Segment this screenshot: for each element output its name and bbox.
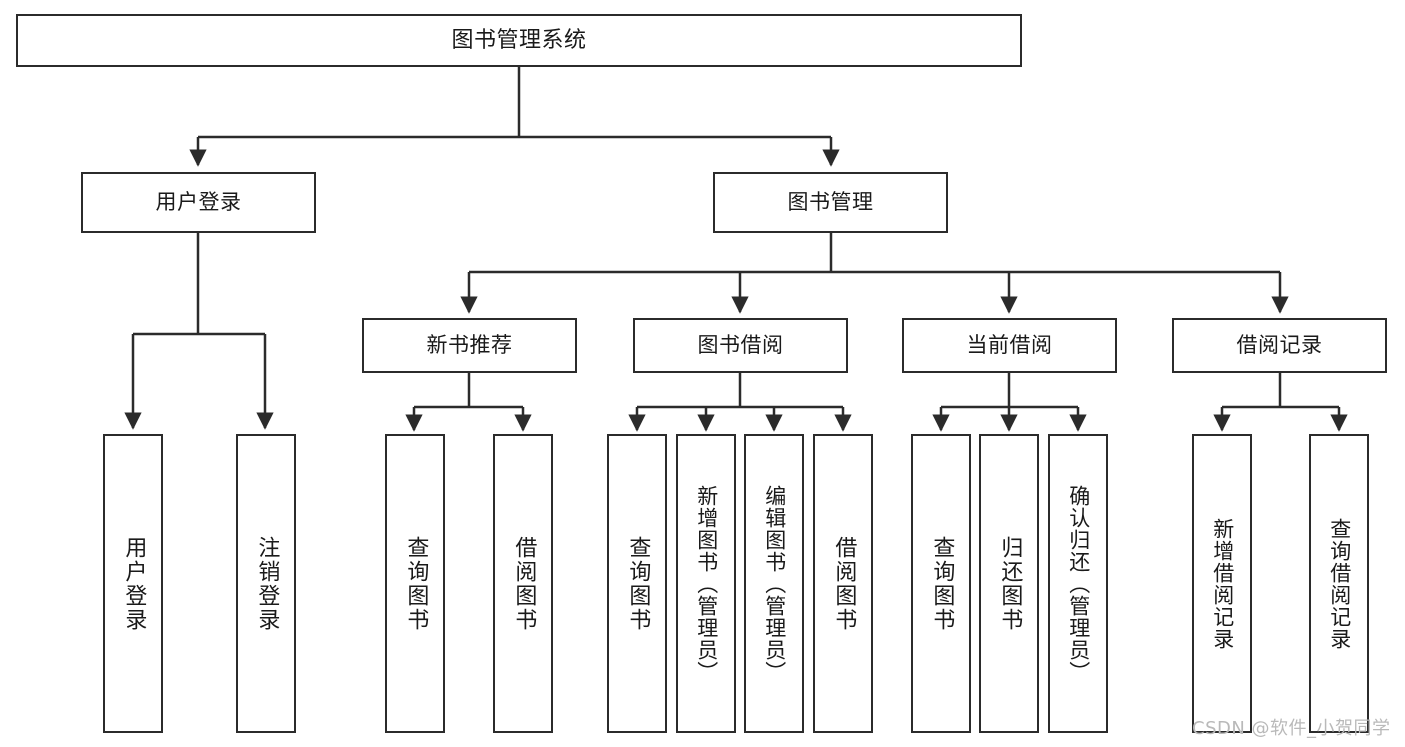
node-label: 归还图书 <box>997 535 1023 632</box>
node-label: 新增借阅记录 <box>1210 517 1235 650</box>
leaf-borrow-book-recommend[interactable]: 借阅图书 <box>493 434 553 733</box>
node-label: 查询图书 <box>929 535 955 632</box>
node-label: 用户登录 <box>155 190 242 215</box>
node-label: 当前借阅 <box>966 333 1053 358</box>
node-root-system[interactable]: 图书管理系统 <box>16 14 1022 67</box>
node-label: 编辑图书（管理员） <box>762 484 787 683</box>
leaf-logout[interactable]: 注销登录 <box>236 434 296 733</box>
leaf-user-login[interactable]: 用户登录 <box>103 434 163 733</box>
node-label: 注销登录 <box>254 535 280 632</box>
node-label: 图书管理系统 <box>451 27 587 53</box>
node-label: 借阅图书 <box>511 535 537 632</box>
node-label: 图书管理 <box>787 190 874 215</box>
watermark-text: CSDN @软件_小贺同学 <box>1192 718 1391 739</box>
node-label: 查询图书 <box>403 535 429 632</box>
node-label: 图书借阅 <box>697 333 784 358</box>
node-borrow-record[interactable]: 借阅记录 <box>1172 318 1387 373</box>
leaf-query-book-current[interactable]: 查询图书 <box>911 434 971 733</box>
node-label: 查询图书 <box>625 535 651 632</box>
leaf-add-borrow-record[interactable]: 新增借阅记录 <box>1192 434 1252 733</box>
node-label: 借阅图书 <box>831 535 857 632</box>
node-label: 借阅记录 <box>1236 333 1323 358</box>
leaf-confirm-return-admin[interactable]: 确认归还（管理员） <box>1048 434 1108 733</box>
node-book-borrow[interactable]: 图书借阅 <box>633 318 848 373</box>
leaf-query-book-recommend[interactable]: 查询图书 <box>385 434 445 733</box>
leaf-borrow-book[interactable]: 借阅图书 <box>813 434 873 733</box>
leaf-query-book-borrow[interactable]: 查询图书 <box>607 434 667 733</box>
leaf-edit-book-admin[interactable]: 编辑图书（管理员） <box>744 434 804 733</box>
leaf-add-book-admin[interactable]: 新增图书（管理员） <box>676 434 736 733</box>
node-label: 查询借阅记录 <box>1327 517 1352 650</box>
node-label: 新书推荐 <box>426 333 513 358</box>
leaf-return-book[interactable]: 归还图书 <box>979 434 1039 733</box>
node-current-borrow[interactable]: 当前借阅 <box>902 318 1117 373</box>
node-user-login[interactable]: 用户登录 <box>81 172 316 233</box>
leaf-query-borrow-record[interactable]: 查询借阅记录 <box>1309 434 1369 733</box>
node-label: 用户登录 <box>121 535 147 632</box>
node-label: 新增图书（管理员） <box>694 484 719 683</box>
node-new-book-recommend[interactable]: 新书推荐 <box>362 318 577 373</box>
node-book-management[interactable]: 图书管理 <box>713 172 948 233</box>
node-label: 确认归还（管理员） <box>1066 484 1091 683</box>
